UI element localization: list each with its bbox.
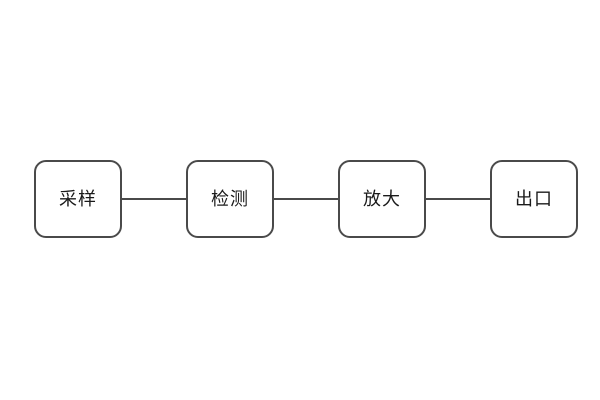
connector-sampling-detection xyxy=(122,198,186,200)
node-sampling: 采样 xyxy=(34,160,122,238)
node-outlet-label: 出口 xyxy=(515,189,553,209)
diagram-row: 采样 检测 放大 出口 xyxy=(34,160,578,238)
node-sampling-label: 采样 xyxy=(59,189,97,209)
node-amplification: 放大 xyxy=(338,160,426,238)
node-outlet: 出口 xyxy=(490,160,578,238)
connector-amplification-outlet xyxy=(426,198,490,200)
node-detection: 检测 xyxy=(186,160,274,238)
node-amplification-label: 放大 xyxy=(363,189,401,209)
connector-detection-amplification xyxy=(274,198,338,200)
node-detection-label: 检测 xyxy=(211,189,249,209)
